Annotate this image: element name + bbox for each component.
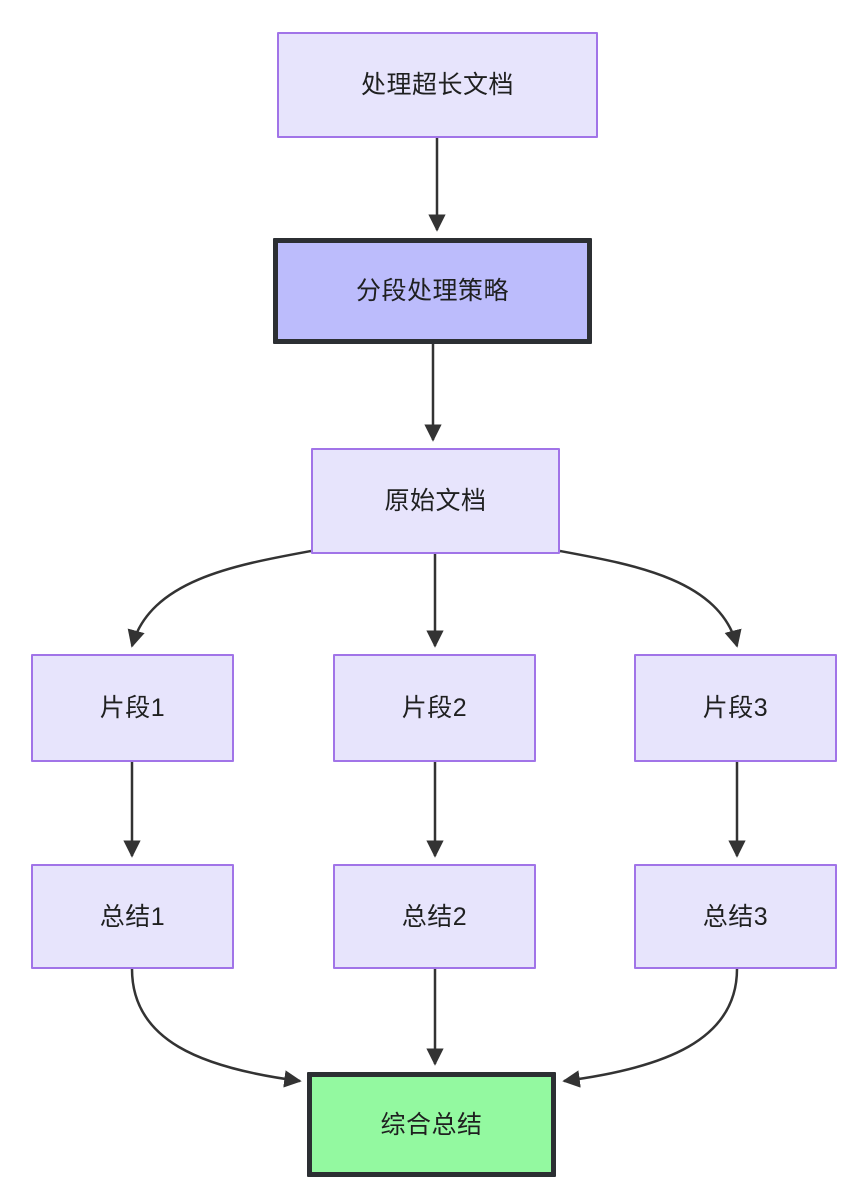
node-summary-3[interactable]: 总结3 [634, 864, 837, 969]
node-label: 片段3 [702, 694, 769, 722]
node-label: 原始文档 [384, 487, 487, 515]
node-summary-2[interactable]: 总结2 [333, 864, 536, 969]
node-original-document[interactable]: 原始文档 [311, 448, 560, 554]
node-label: 处理超长文档 [360, 71, 514, 99]
node-label: 分段处理策略 [355, 277, 509, 305]
edge-n3-n6 [559, 549, 742, 648]
node-label: 总结2 [401, 902, 468, 931]
node-label: 综合总结 [380, 1110, 483, 1139]
node-segmented-processing-strategy[interactable]: 分段处理策略 [273, 238, 592, 344]
node-summary-1[interactable]: 总结1 [31, 864, 234, 969]
node-label: 片段1 [99, 694, 166, 722]
edge-n7-n10 [130, 968, 302, 1088]
node-process-long-document[interactable]: 处理超长文档 [277, 32, 598, 138]
node-comprehensive-summary[interactable]: 综合总结 [307, 1072, 556, 1177]
node-fragment-3[interactable]: 片段3 [634, 654, 837, 762]
node-fragment-1[interactable]: 片段1 [31, 654, 234, 762]
node-label: 总结1 [99, 902, 166, 931]
edge-n3-n4 [127, 549, 312, 648]
node-label: 总结3 [702, 902, 769, 931]
edge-n9-n10 [562, 968, 739, 1088]
node-label: 片段2 [401, 694, 468, 722]
node-fragment-2[interactable]: 片段2 [333, 654, 536, 762]
